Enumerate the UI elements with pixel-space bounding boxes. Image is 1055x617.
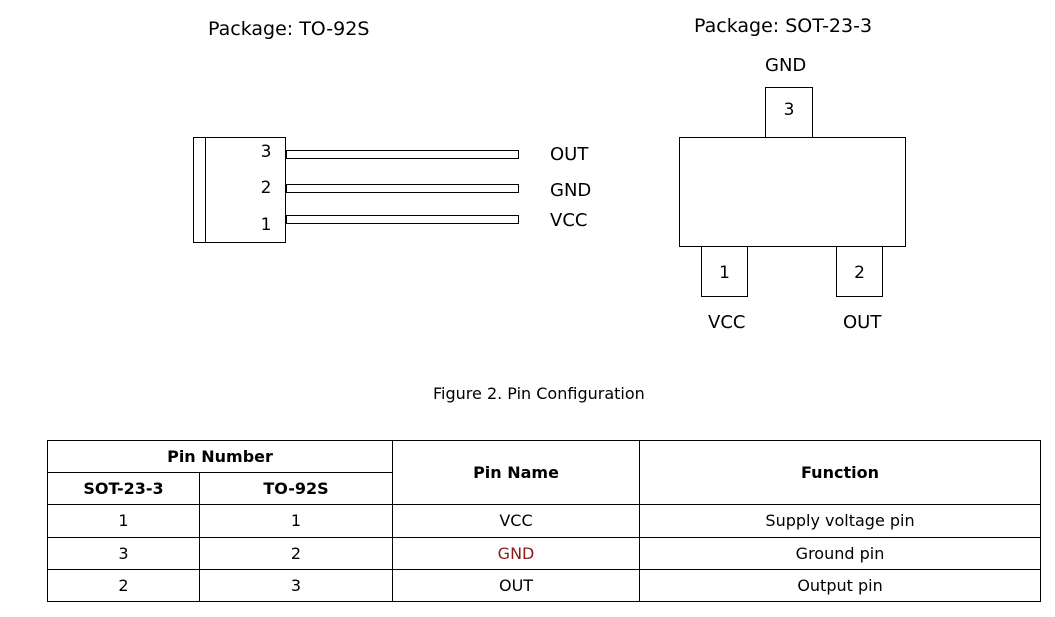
sot23-left-pin-label: VCC [708, 312, 746, 333]
to92s-pin1-label: VCC [550, 210, 588, 231]
gnd-pin-name: GND [497, 543, 535, 563]
sot23-body [679, 137, 906, 247]
function-header: Function [639, 439, 1042, 506]
sot23-column-header: SOT-23-3 [47, 472, 200, 506]
to92s-column-header: TO-92S [198, 472, 394, 506]
sot23-pin-cell: 2 [47, 568, 200, 603]
to92s-lead-2 [286, 184, 519, 193]
to92s-pin-cell: 2 [198, 536, 394, 570]
pin-name-cell: VCC [392, 504, 641, 538]
to92s-pin-cell: 1 [198, 504, 394, 538]
function-cell: Ground pin [639, 536, 1042, 570]
sot23-left-pin-number: 1 [719, 263, 730, 283]
to92s-pin1-number: 1 [260, 215, 272, 235]
to92s-pin2-number: 2 [260, 178, 272, 198]
to92s-lead-3 [286, 150, 519, 159]
to92s-lead-1 [286, 215, 519, 224]
to92s-pin3-label: OUT [550, 144, 589, 165]
sot23-right-pin-label: OUT [843, 312, 882, 333]
function-cell: Output pin [639, 568, 1042, 603]
pin-name-header: Pin Name [392, 439, 641, 506]
to92s-flat-face [205, 137, 206, 243]
sot23-right-pin-number: 2 [854, 263, 865, 283]
pin-name-cell: OUT [392, 568, 641, 603]
to92s-pin-cell: 3 [198, 568, 394, 603]
sot23-right-pin: 2 [836, 246, 883, 297]
to92s-pin3-number: 3 [260, 142, 272, 162]
sot23-left-pin: 1 [701, 246, 748, 297]
table-row: 2 3 OUT Output pin [47, 568, 1042, 603]
table-row: 1 1 VCC Supply voltage pin [47, 504, 1042, 538]
sot23-top-pin-number: 3 [783, 100, 795, 120]
sot23-pin-cell: 3 [47, 536, 200, 570]
to92s-case [193, 137, 286, 243]
pin-table: Pin Number Pin Name Function SOT-23-3 TO… [46, 439, 1042, 603]
sot23-title: Package: SOT-23-3 [694, 15, 873, 37]
pin-name-cell: GND [392, 536, 641, 570]
table-row: 3 2 GND Ground pin [47, 536, 1042, 570]
table-subheader-row: SOT-23-3 TO-92S [47, 472, 1041, 506]
figure-caption: Figure 2. Pin Configuration [433, 384, 645, 403]
to92s-title: Package: TO-92S [208, 18, 370, 40]
sot23-pin-cell: 1 [47, 504, 200, 538]
to92s-pin2-label: GND [550, 180, 592, 201]
pin-number-header: Pin Number [46, 439, 394, 474]
sot23-top-pin: 3 [765, 87, 813, 138]
sot23-top-pin-label: GND [765, 55, 807, 76]
function-cell: Supply voltage pin [639, 504, 1042, 538]
table-header-row: Pin Number Pin Name Function [46, 439, 1042, 506]
